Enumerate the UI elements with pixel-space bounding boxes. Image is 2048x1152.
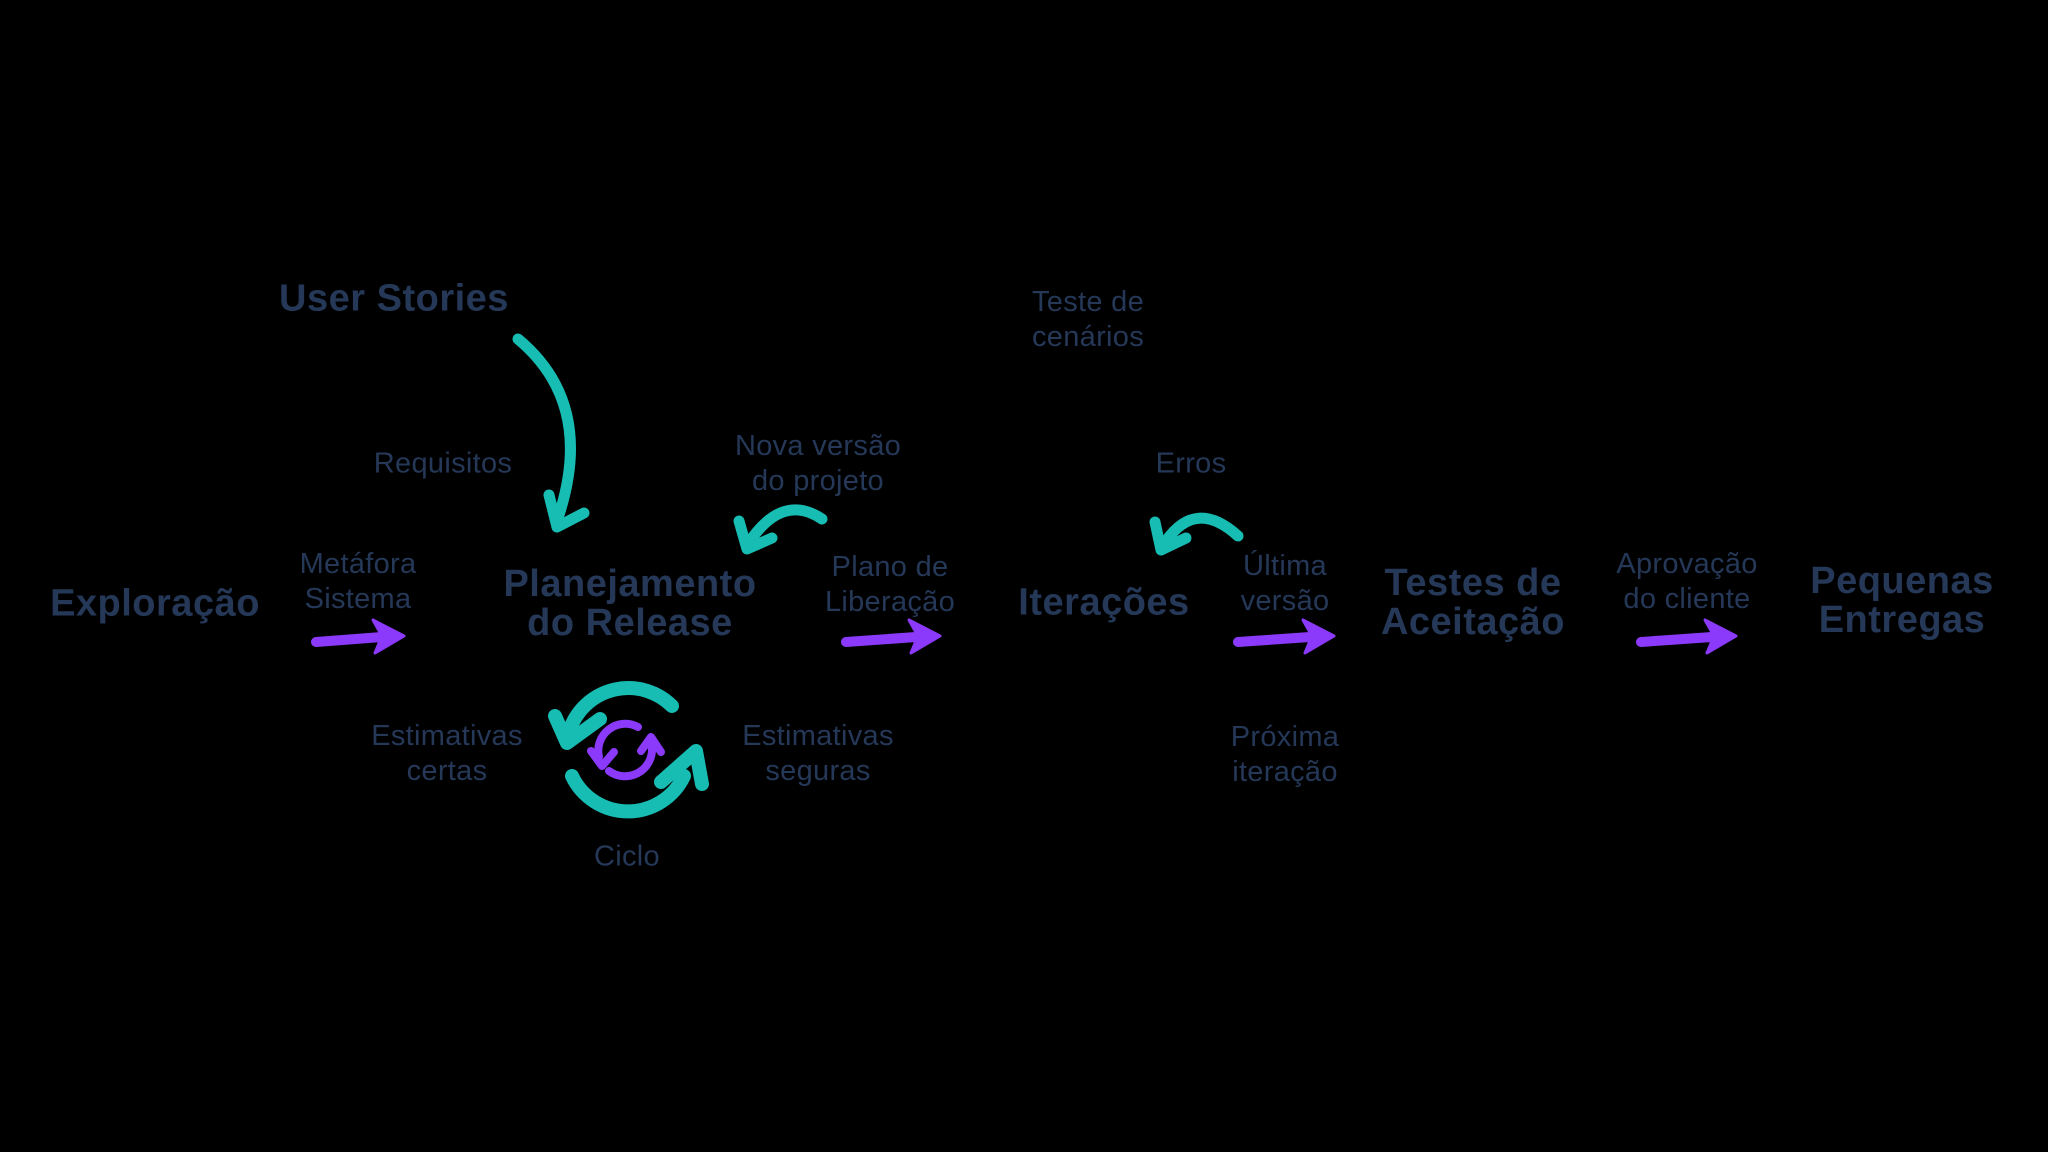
phase-exploracao: Exploração bbox=[50, 582, 260, 625]
transition-label-aprovacao-cliente: Aprovação do cliente bbox=[1616, 548, 1758, 615]
flow-arrow-right-icon bbox=[311, 618, 406, 655]
phase-iteracoes: Iterações bbox=[1018, 581, 1190, 624]
user-stories-curved-arrow-icon bbox=[512, 333, 590, 533]
annotation-proxima-iteracao: Próxima iteração bbox=[1230, 721, 1340, 788]
erros-feedback-arrow-icon bbox=[1149, 512, 1244, 556]
transition-label-metafora-sistema: Metáfora Sistema bbox=[299, 548, 417, 615]
phase-testes-de-aceitacao: Testes de Aceitação bbox=[1380, 562, 1566, 643]
sync-cycle-icon bbox=[548, 681, 709, 819]
annotation-teste-de-cenarios: Teste de cenários bbox=[1032, 286, 1145, 353]
annotation-estimativas-seguras: Estimativas seguras bbox=[742, 720, 894, 787]
annotation-user-stories: User Stories bbox=[279, 277, 509, 320]
flow-arrow-right-icon bbox=[841, 618, 942, 655]
annotation-erros: Erros bbox=[1155, 447, 1227, 480]
annotation-requisitos: Requisitos bbox=[373, 447, 513, 480]
inner-cycle-icon bbox=[587, 719, 665, 781]
transition-label-ultima-versao: Última versão bbox=[1240, 550, 1330, 617]
annotation-estimativas-certas: Estimativas certas bbox=[371, 720, 523, 787]
label-ciclo: Ciclo bbox=[594, 840, 660, 873]
phase-pequenas-entregas: Pequenas Entregas bbox=[1810, 560, 1994, 641]
phase-planejamento-do-release: Planejamento do Release bbox=[503, 563, 757, 644]
flow-arrow-right-icon bbox=[1233, 618, 1336, 655]
flow-arrow-right-icon bbox=[1636, 618, 1738, 655]
transition-label-plano-de-liberacao: Plano de Liberação bbox=[824, 551, 956, 618]
nova-versao-feedback-arrow-icon bbox=[733, 504, 828, 555]
annotation-nova-versao-projeto: Nova versão do projeto bbox=[734, 430, 902, 497]
